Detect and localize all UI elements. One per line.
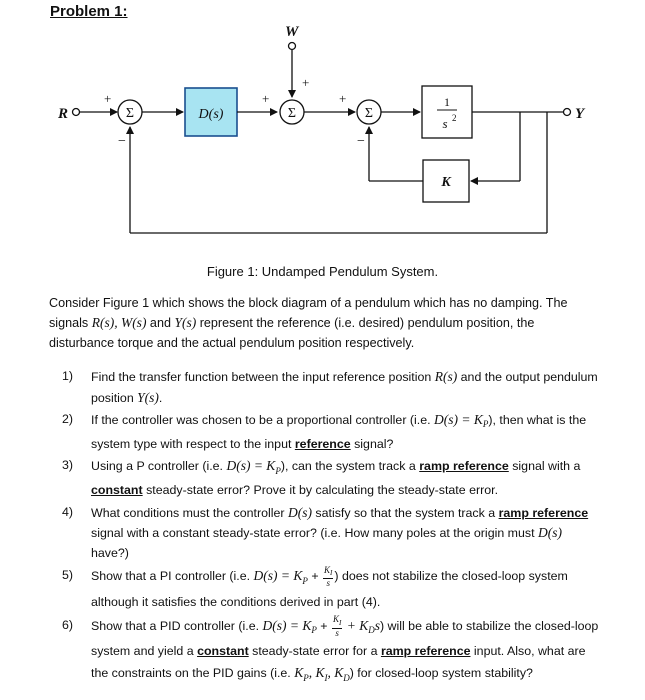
output-label: Y bbox=[575, 106, 586, 122]
question-list: 1) Find the transfer function between th… bbox=[62, 367, 602, 691]
input-label: R bbox=[57, 106, 68, 122]
sum1-symbol: Σ bbox=[126, 106, 134, 121]
input-node bbox=[71, 107, 81, 117]
plant-denominator-exponent: 2 bbox=[452, 113, 457, 123]
problem-title: Problem 1: bbox=[50, 3, 128, 20]
sum2-plus-left-sign: + bbox=[262, 91, 269, 106]
sum1-minus-sign: − bbox=[118, 134, 126, 149]
sum3-symbol: Σ bbox=[365, 106, 373, 121]
plant-numerator: 1 bbox=[444, 95, 450, 109]
sum1-plus-sign: + bbox=[104, 91, 111, 106]
question-1: 1) Find the transfer function between th… bbox=[62, 369, 598, 405]
block-diagram: R Y W Σ Σ Σ + − + + + − D(s) 1 s 2 K bbox=[57, 24, 586, 234]
sum2-plus-top-sign: + bbox=[302, 75, 309, 90]
intro-paragraph: Consider Figure 1 which shows the block … bbox=[49, 296, 568, 350]
question-5: 5) Show that a PI controller (i.e. D(s) … bbox=[62, 564, 568, 609]
question-4: 4) What conditions must the controller D… bbox=[62, 504, 589, 560]
sum3-plus-sign: + bbox=[339, 91, 346, 106]
controller-label: D(s) bbox=[198, 107, 224, 122]
question-2: 2) If the controller was chosen to be a … bbox=[62, 412, 587, 451]
sum2-symbol: Σ bbox=[288, 106, 296, 121]
question-3: 3) Using a P controller (i.e. D(s) = KP)… bbox=[62, 458, 581, 498]
plant-denominator: s bbox=[442, 116, 447, 131]
figure-caption: Figure 1: Undamped Pendulum System. bbox=[206, 264, 439, 279]
question-6: 6) Show that a PID controller (i.e. D(s)… bbox=[62, 614, 599, 683]
gain-label: K bbox=[440, 175, 452, 190]
sum3-minus-sign: − bbox=[357, 134, 365, 149]
disturbance-label: W bbox=[285, 24, 300, 40]
disturbance-node bbox=[287, 41, 297, 51]
output-node bbox=[562, 107, 572, 117]
